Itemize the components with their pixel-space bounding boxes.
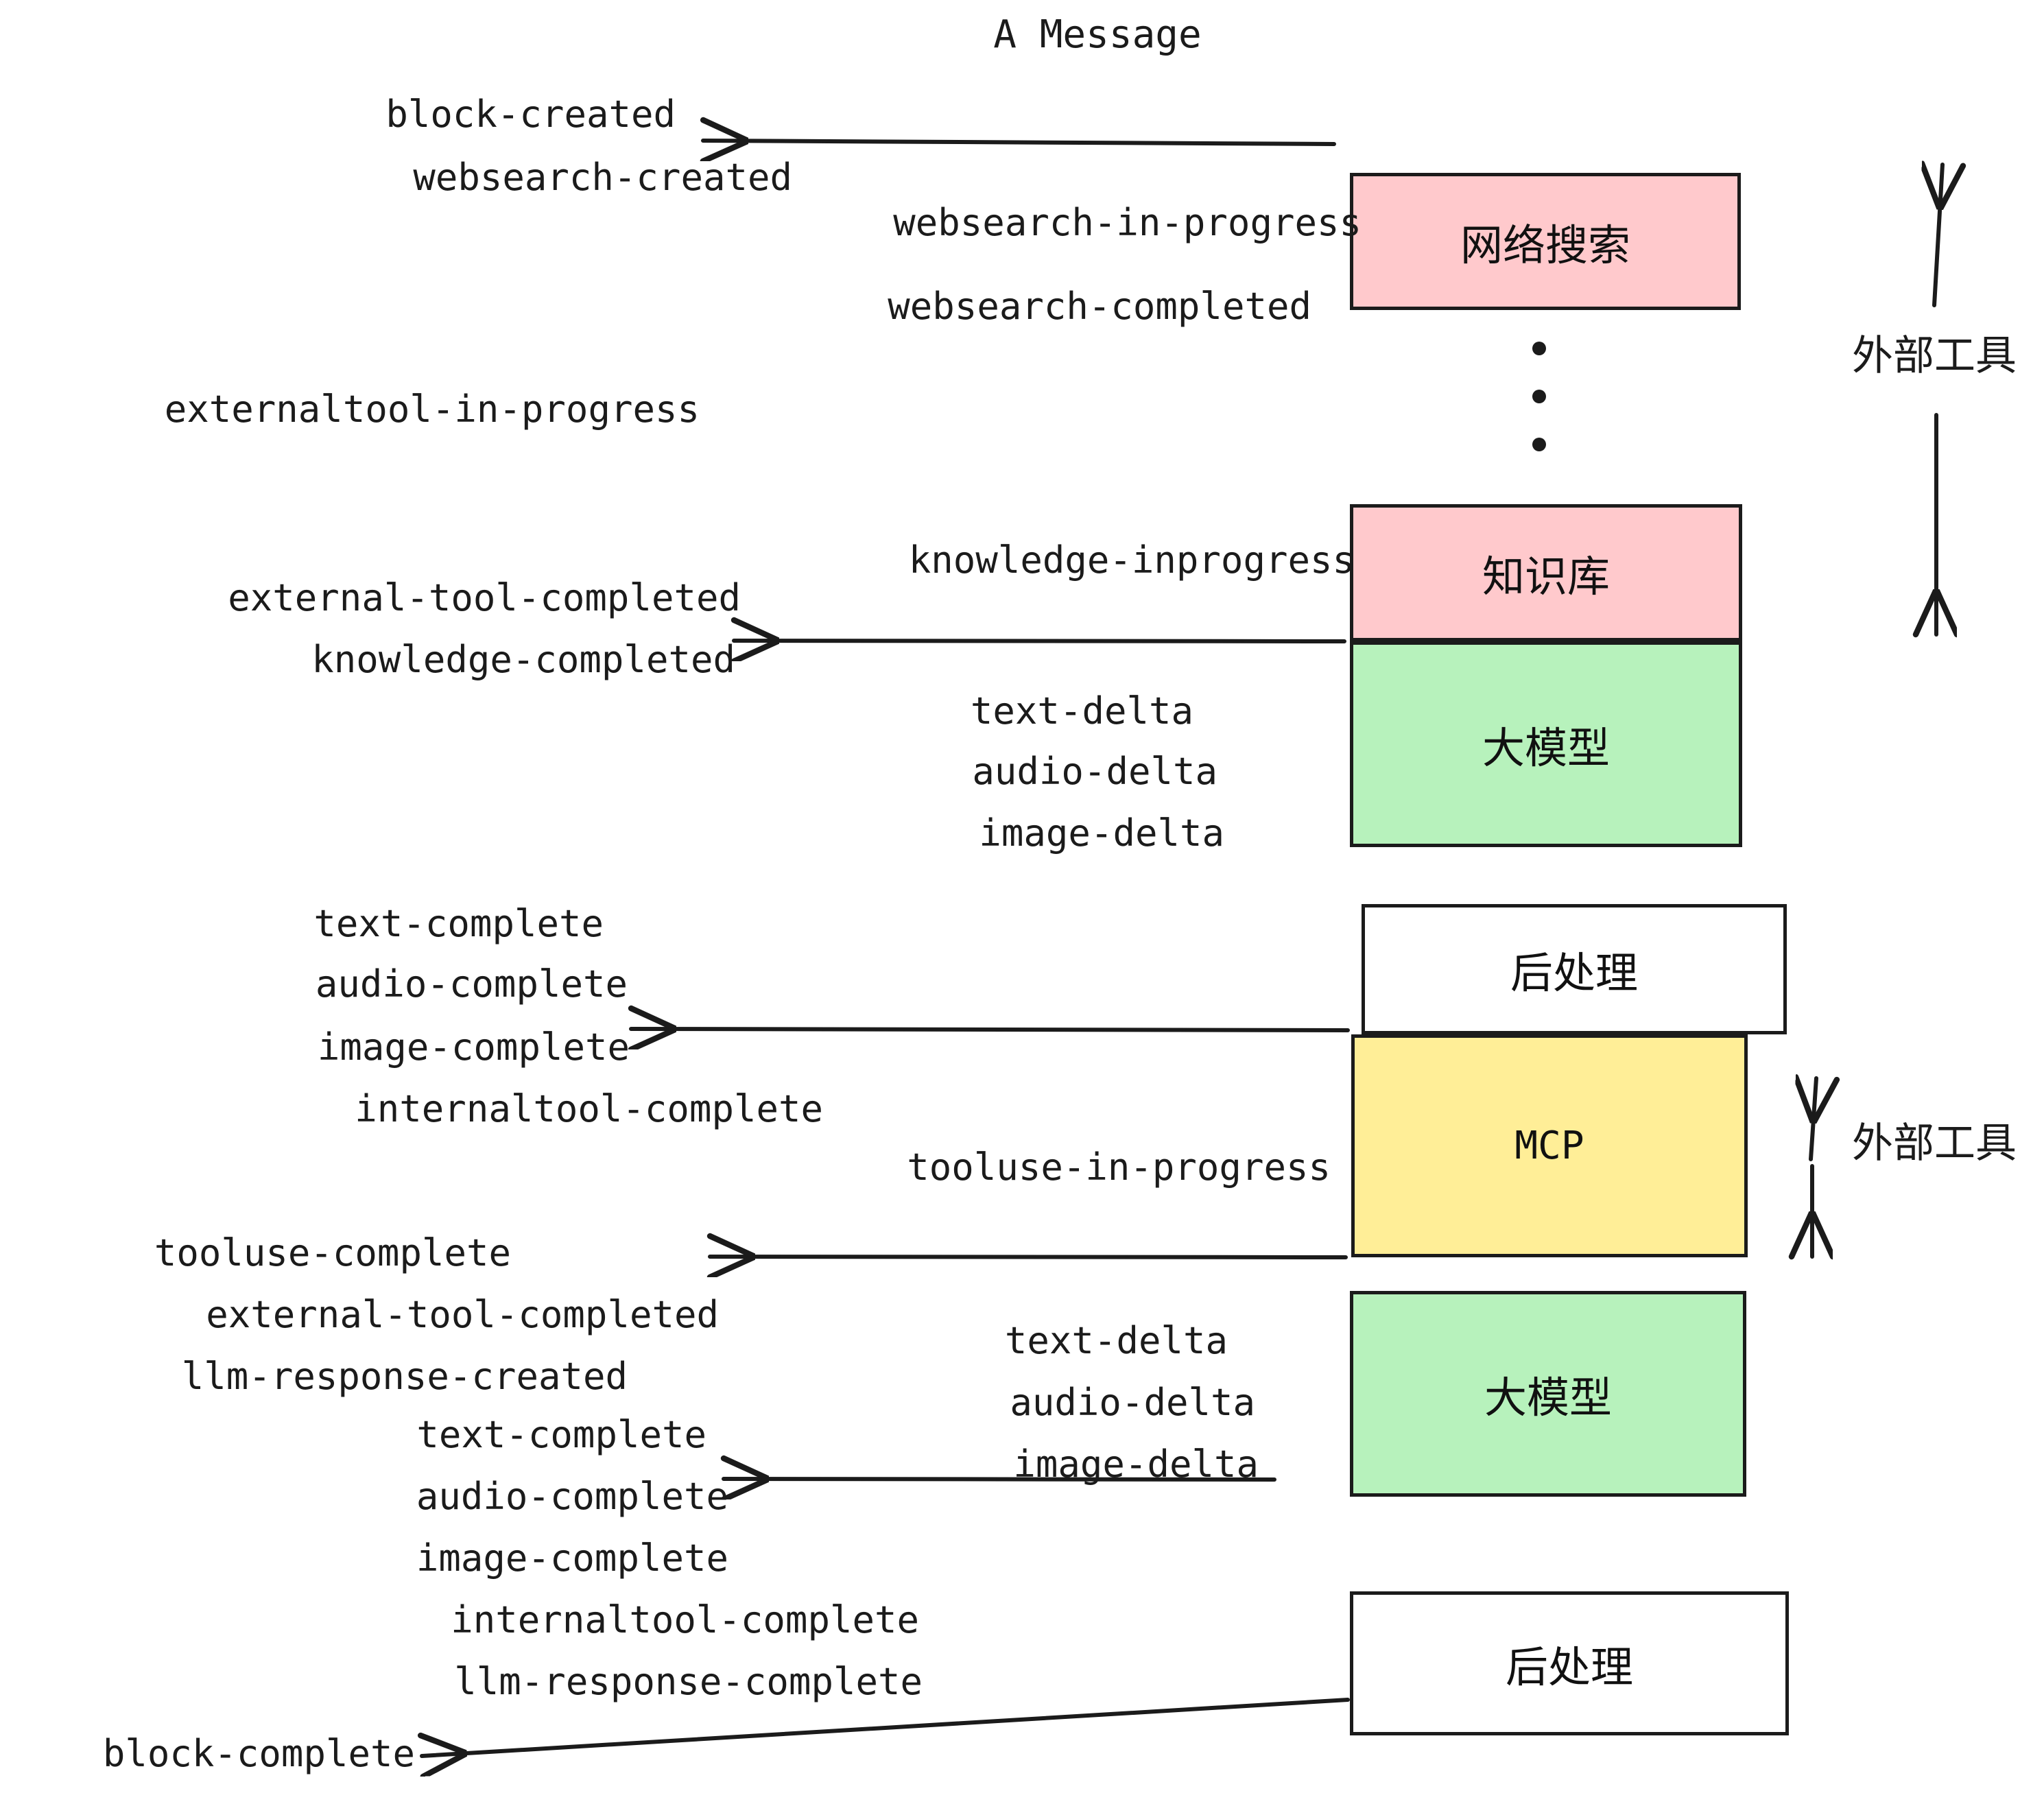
event-llm-response-complete: llm-response-complete [454, 1660, 923, 1703]
node-llm-second[interactable]: 大模型 [1350, 1291, 1746, 1497]
event-image-delta-first: image-delta [979, 811, 1224, 855]
node-knowledge-base[interactable]: 知识库 [1350, 504, 1742, 641]
node-websearch[interactable]: 网络搜索 [1350, 173, 1741, 310]
event-text-complete-second: text-complete [416, 1413, 706, 1456]
event-block-created: block-created [385, 93, 676, 136]
event-audio-delta-second: audio-delta [1010, 1381, 1255, 1424]
event-image-delta-second: image-delta [1013, 1443, 1259, 1486]
event-image-complete-second: image-complete [416, 1536, 728, 1580]
event-text-complete-first: text-complete [313, 902, 604, 945]
ellipsis-dot [1532, 390, 1546, 403]
node-websearch-label: 网络搜索 [1460, 220, 1630, 270]
vertical-ellipsis-icon [1532, 342, 1547, 451]
node-postprocess-first-label: 后处理 [1510, 948, 1638, 998]
event-text-delta-second: text-delta [1004, 1319, 1228, 1362]
event-internaltool-complete-second: internaltool-complete [451, 1598, 919, 1641]
node-llm-first[interactable]: 大模型 [1350, 641, 1742, 847]
side-label-external-tools-bottom: 外部工具 [1852, 1119, 2017, 1167]
arrow-llm2-to-audio-complete [724, 1479, 1276, 1480]
event-tooluse-complete: tooluse-complete [154, 1231, 511, 1274]
node-postprocess-second[interactable]: 后处理 [1350, 1591, 1789, 1735]
event-block-complete: block-complete [102, 1732, 415, 1775]
node-knowledge-base-label: 知识库 [1482, 551, 1610, 602]
event-tooluse-in-progress: tooluse-in-progress [907, 1146, 1331, 1189]
event-text-delta-first: text-delta [970, 689, 1193, 733]
arrow-websearch-to-created [703, 141, 1336, 144]
ellipsis-dot [1532, 342, 1546, 355]
event-externaltool-in-progress: externaltool-in-progress [164, 388, 700, 431]
node-llm-first-label: 大模型 [1482, 723, 1610, 773]
node-llm-second-label: 大模型 [1484, 1373, 1612, 1423]
event-llm-response-created: llm-response-created [181, 1355, 628, 1398]
node-postprocess-second-label: 后处理 [1505, 1642, 1633, 1692]
event-websearch-created: websearch-created [413, 156, 792, 199]
arrow-llm1-to-image-complete [631, 1029, 1350, 1030]
event-external-tool-completed-first: external-tool-completed [228, 576, 741, 619]
event-websearch-in-progress: websearch-in-progress [893, 201, 1362, 244]
event-audio-complete-first: audio-complete [315, 962, 628, 1006]
diagram-title: A Message [993, 12, 1202, 57]
arrow-postprocess2-to-block-complete [422, 1698, 1350, 1756]
node-postprocess-first[interactable]: 后处理 [1362, 904, 1787, 1034]
event-external-tool-completed-second: external-tool-completed [206, 1293, 719, 1336]
node-mcp-label: MCP [1514, 1124, 1584, 1168]
event-image-complete-first: image-complete [317, 1025, 630, 1069]
event-audio-delta-first: audio-delta [972, 750, 1217, 793]
event-knowledge-inprogress: knowledge-inprogress [908, 538, 1355, 582]
side-label-external-tools-top: 外部工具 [1852, 332, 2017, 380]
arrow-external-tools-top-up [1934, 165, 1942, 307]
arrow-external-tools-bottom-up [1811, 1078, 1816, 1161]
ellipsis-dot [1532, 438, 1546, 451]
event-internaltool-complete-first: internaltool-complete [355, 1087, 823, 1130]
node-mcp[interactable]: MCP [1351, 1034, 1748, 1257]
event-audio-complete-second: audio-complete [416, 1475, 728, 1518]
event-websearch-completed: websearch-completed [888, 285, 1311, 328]
event-knowledge-completed: knowledge-completed [311, 638, 735, 681]
